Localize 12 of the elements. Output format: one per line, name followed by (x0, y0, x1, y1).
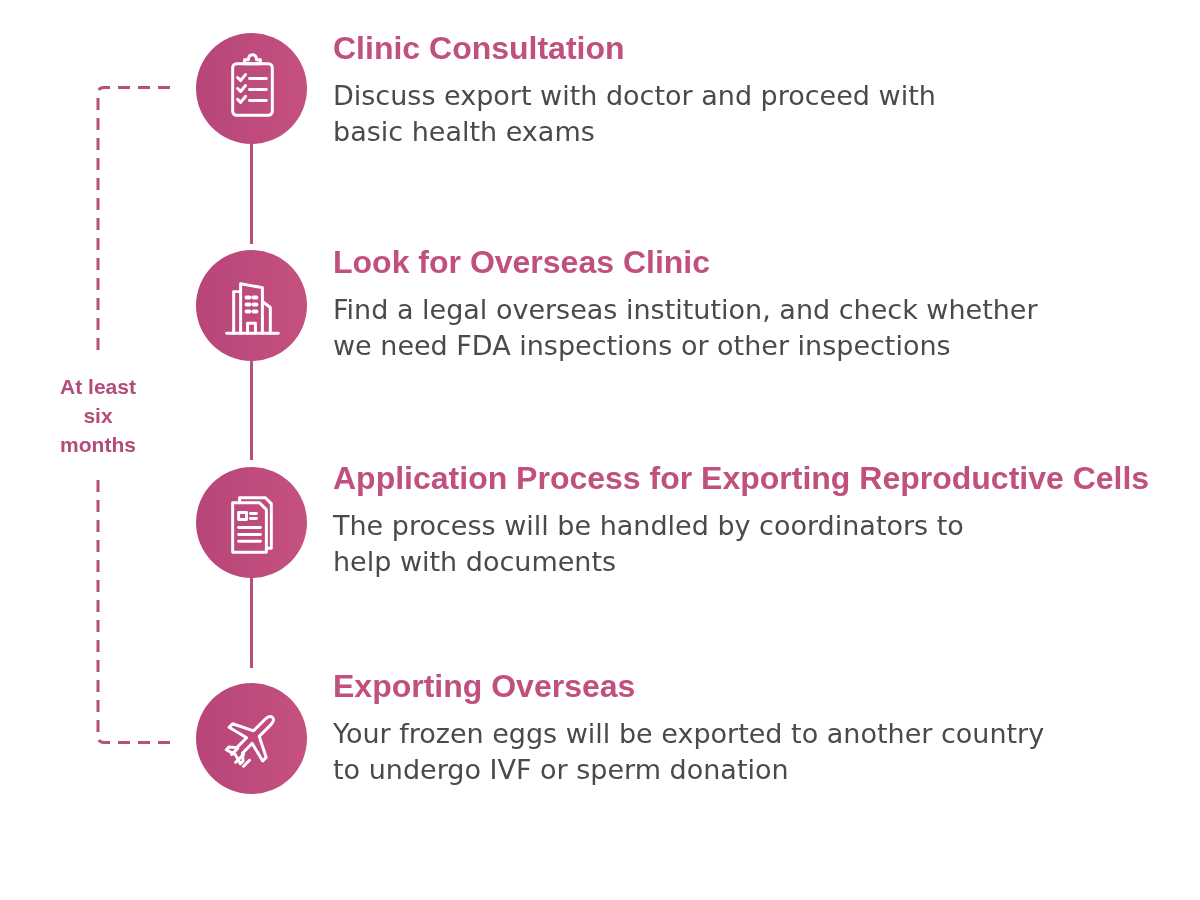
step-description: The process will be handled by coordinators to help with documents (333, 509, 965, 579)
connector-line (250, 361, 253, 460)
step-title: Look for Overseas Clinic (333, 244, 710, 280)
step-description: Discuss export with doctor and proceed with basic health exams (333, 79, 937, 149)
step-title: Application Process for Exporting Reproductive Cells (333, 460, 1150, 496)
duration-label: At least six months (59, 374, 137, 458)
step-title: Exporting Overseas (333, 668, 636, 704)
connector-line (250, 144, 253, 244)
step-title: Clinic Consultation (333, 30, 625, 66)
step-description: Your frozen eggs will be exported to another country to undergo IVF or sperm donation (333, 717, 1046, 787)
connector-line (250, 578, 253, 668)
step-description: Find a legal overseas institution, and check whether we need FDA inspections or other inspections (333, 293, 1039, 363)
